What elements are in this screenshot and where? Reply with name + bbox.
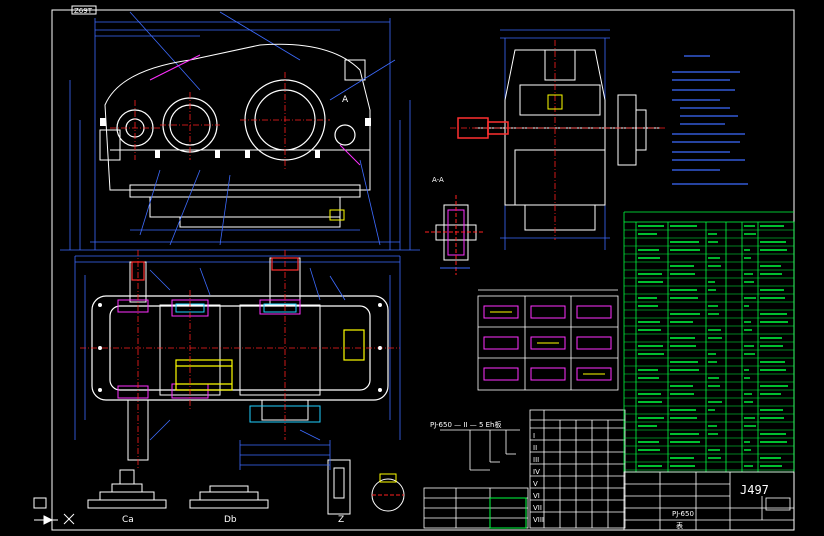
section-mark-aa: A-A <box>432 176 444 184</box>
title-block-model: PJ-650 <box>672 510 694 518</box>
arrangement-grid <box>477 289 619 391</box>
roman-5: V <box>533 480 538 488</box>
plan-section-view <box>74 250 401 470</box>
key-detail <box>327 459 351 515</box>
ratio-table <box>529 409 626 529</box>
parts-list-table <box>623 211 795 473</box>
view-z-label: Z <box>338 515 344 525</box>
title-block-code: J497 <box>740 483 769 497</box>
view-db-label: Db <box>224 515 237 525</box>
roman-6: VI <box>533 492 540 500</box>
front-view <box>60 11 420 251</box>
roman-7: VII <box>533 504 542 512</box>
roman-8: VIII <box>533 516 544 524</box>
side-view <box>450 29 665 250</box>
roman-3: III <box>533 456 539 464</box>
roman-4: IV <box>533 468 540 476</box>
section-aa-detail <box>425 195 485 275</box>
model-formula-leaders <box>440 429 520 471</box>
parts-list-rows <box>624 229 794 471</box>
technical-notes <box>672 55 748 185</box>
title-block-table-label: 表 <box>676 521 683 530</box>
roman-1: I <box>533 432 535 440</box>
bottom-view-ca <box>87 469 167 509</box>
title-block <box>623 471 795 531</box>
section-dimensions <box>239 440 331 470</box>
corner-code: Z69T <box>74 7 93 15</box>
bottom-view-db <box>189 485 269 509</box>
model-formula: PJ-650 — II — 5 Eh板 <box>430 420 502 429</box>
parts-list-text-lines <box>638 225 788 467</box>
view-ca-label: Ca <box>122 515 134 525</box>
circle-detail <box>371 473 405 512</box>
spec-table-highlight <box>489 497 527 529</box>
section-mark-a: A <box>342 95 349 105</box>
ratio-table-roman: I II III IV V VI VII VIII <box>533 432 544 524</box>
ucs-icon <box>33 497 75 525</box>
roman-2: II <box>533 444 537 452</box>
arrangement-icons <box>483 305 612 381</box>
